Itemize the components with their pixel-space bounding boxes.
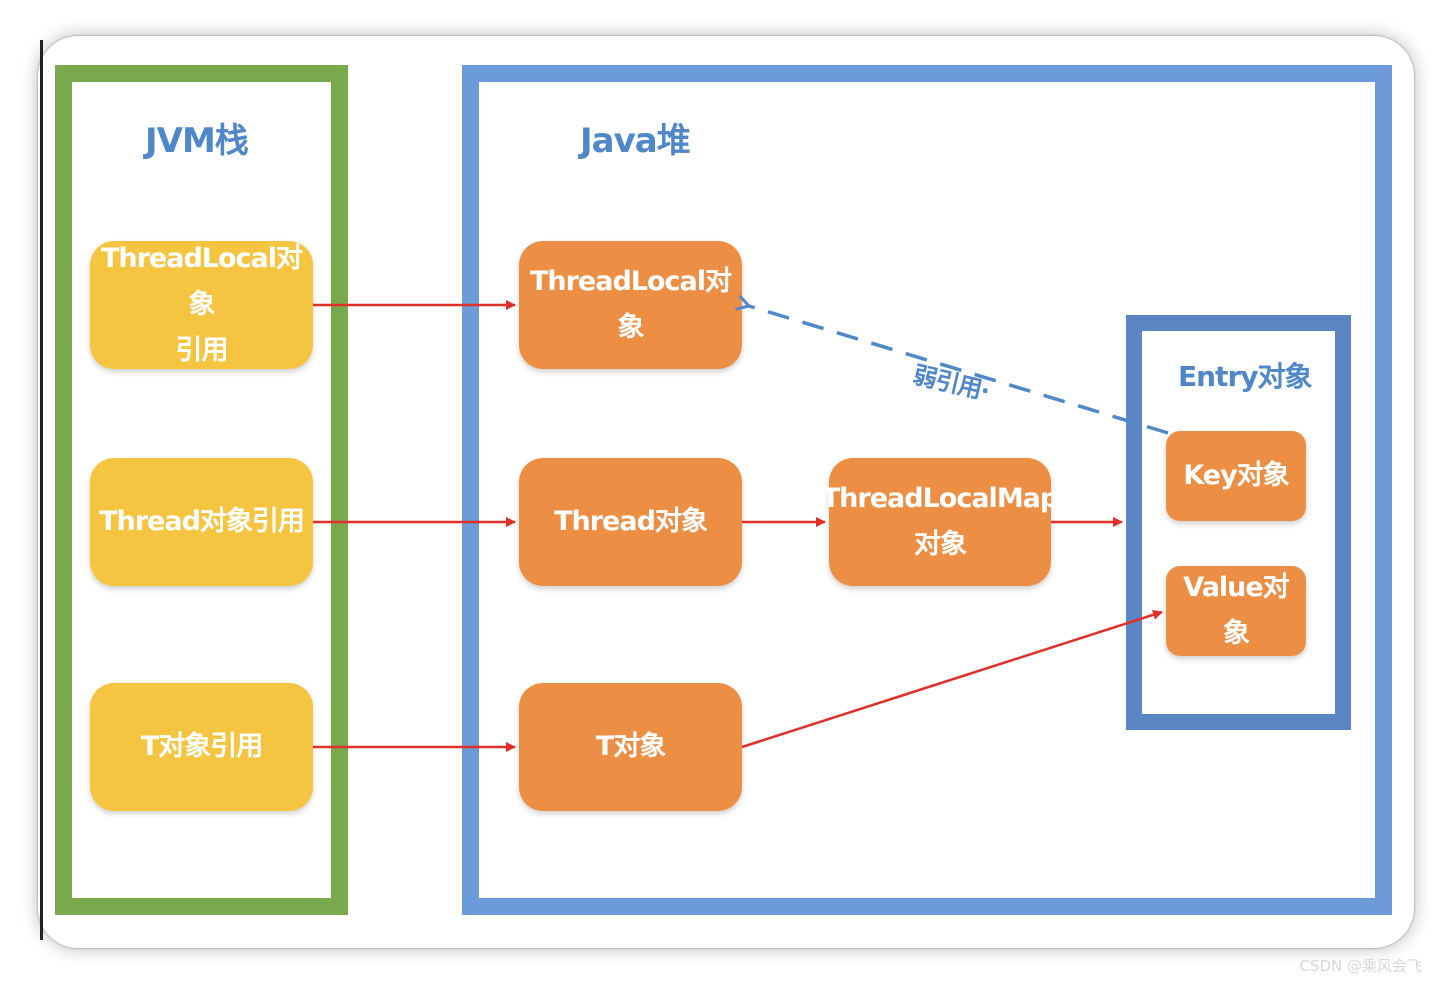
t-reference-box: T对象引用 (90, 683, 313, 811)
threadlocal-reference-label: ThreadLocal对象 引用 (100, 243, 303, 366)
key-object-box: Key对象 (1166, 431, 1306, 521)
java-heap-title: Java堆 (580, 121, 691, 161)
entry-title: Entry对象 (1178, 360, 1313, 393)
thread-reference-box: Thread对象引用 (90, 458, 313, 586)
threadlocalmap-object-box: ThreadLocalMap 对象 (822, 458, 1059, 586)
java-heap-region (462, 65, 1392, 915)
thread-object-label: Thread对象 (554, 506, 708, 537)
thread-reference-label: Thread对象引用 (99, 506, 305, 537)
t-reference-label: T对象引用 (140, 731, 263, 762)
key-object-label: Key对象 (1183, 460, 1289, 491)
threadlocalmap-object-label: ThreadLocalMap 对象 (821, 483, 1059, 560)
t-object-label: T对象 (595, 731, 666, 762)
value-object-label: Value对 象 (1183, 572, 1289, 649)
left-edge-rule (40, 40, 43, 940)
jvm-stack-title: JVM栈 (145, 121, 249, 161)
thread-object-box: Thread对象 (519, 458, 742, 586)
value-object-box: Value对 象 (1166, 566, 1306, 656)
t-object-box: T对象 (519, 683, 742, 811)
threadlocal-reference-box: ThreadLocal对象 引用 (90, 241, 313, 369)
watermark: CSDN @乘风会飞 (1299, 957, 1422, 975)
threadlocal-object-label: ThreadLocal对象 (529, 266, 732, 343)
jvm-stack-region (55, 65, 348, 915)
threadlocal-object-box: ThreadLocal对象 (519, 241, 742, 369)
